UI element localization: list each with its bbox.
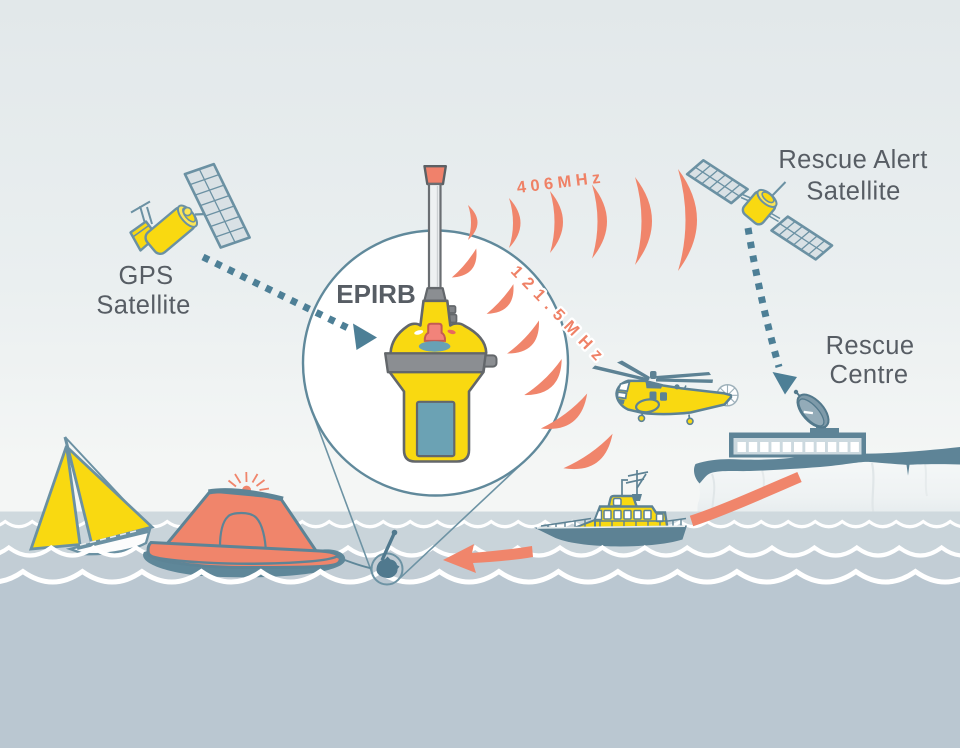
- svg-text:Centre: Centre: [830, 361, 909, 389]
- svg-text:Rescue: Rescue: [826, 332, 915, 360]
- svg-text:GPS: GPS: [118, 262, 173, 290]
- svg-text:Rescue Alert: Rescue Alert: [778, 146, 927, 174]
- svg-text:Satellite: Satellite: [806, 178, 900, 206]
- svg-text:EPIRB: EPIRB: [336, 279, 415, 309]
- svg-text:Satellite: Satellite: [96, 292, 190, 320]
